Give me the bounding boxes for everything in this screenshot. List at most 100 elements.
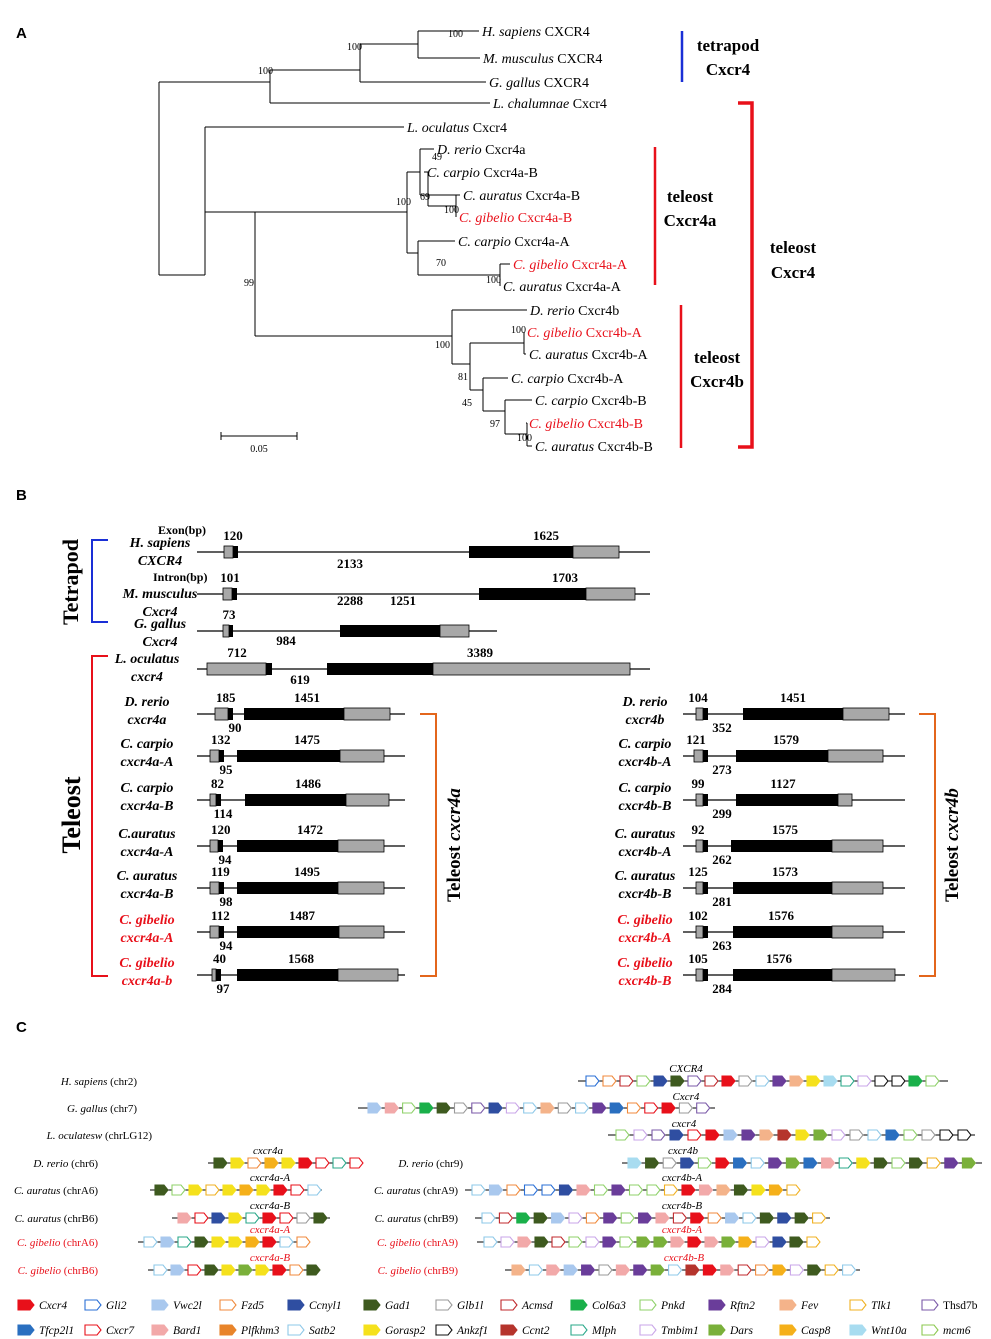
synteny-gene-arrow (568, 1212, 583, 1224)
synteny-gene-arrow (653, 1075, 668, 1087)
gene-name: cxcr4a-A (121, 845, 174, 860)
synteny-gene-arrow (281, 1157, 296, 1169)
synteny-gene-arrow (602, 1075, 617, 1087)
gene-structure-text: 2288 (337, 593, 364, 608)
exon2-utr (432, 662, 631, 676)
gene-structure-text: 712 (227, 645, 247, 660)
exon2-utr (837, 793, 853, 807)
bootstrap-value: 100 (517, 433, 532, 444)
gene-structure-text: 1625 (533, 528, 560, 543)
exon2-cds (244, 708, 344, 720)
synteny-gene-label: cxcr4b-A (662, 1172, 703, 1184)
gene-species-name: C. carpio (619, 737, 672, 752)
exon1-utr (209, 793, 217, 807)
exon1-cds (233, 546, 238, 558)
tree-bootstrap-values: 1001001004969100100701009910010081459710… (244, 29, 532, 444)
synteny-gene-arrow (628, 1184, 644, 1196)
exon1-cds (266, 663, 272, 675)
gene-structure-text: 92 (692, 822, 705, 837)
synteny-gene-arrow (768, 1157, 783, 1169)
synteny-gene-arrow (287, 1299, 305, 1311)
synteny-gene-arrow (279, 1212, 294, 1224)
synteny-gene-arrow (823, 1075, 838, 1087)
gene-structure-text: 1487 (289, 908, 316, 923)
synteny-gene-arrow (84, 1324, 102, 1336)
exon2-utr (831, 968, 896, 982)
synteny-gene-arrow (639, 1324, 657, 1336)
exon2-utr (343, 707, 391, 721)
gene-name: cxcr4b-B (619, 887, 672, 902)
synteny-gene-arrow (725, 1212, 740, 1224)
synteny-gene-arrow (603, 1212, 618, 1224)
synteny-gene-arrow (570, 1299, 588, 1311)
synteny-gene-arrow (697, 1157, 713, 1169)
synteny-gene-arrow (708, 1324, 726, 1336)
tree-taxon-label: D. rerio Cxcr4a (436, 143, 526, 158)
gene-structure-text: 94 (219, 852, 233, 867)
synteny-gene-arrow (721, 1075, 736, 1087)
synteny-gene-arrow (435, 1299, 453, 1311)
teleost-bracket-b (91, 655, 108, 977)
exon1-cds (228, 708, 233, 720)
synteny-gene-arrow (349, 1157, 364, 1169)
synteny-row-label: C. auratus (chrA9) (374, 1185, 458, 1197)
teleost-label-1: teleost (770, 238, 817, 257)
synteny-gene-arrow (593, 1184, 609, 1196)
gene-structure-text: 121 (686, 732, 706, 747)
tetrapod-bracket-b (91, 539, 108, 623)
synteny-gene-arrow (687, 1236, 702, 1248)
synteny-gene-arrow (483, 1236, 498, 1248)
synteny-gene-arrow (662, 1157, 677, 1169)
legend-label: Ccnt2 (522, 1325, 550, 1337)
legend-label: Fev (800, 1300, 819, 1312)
synteny-gene-arrow (506, 1184, 521, 1196)
synteny-gene-arrow (272, 1264, 287, 1276)
synteny-gene-arrow (151, 1299, 169, 1311)
legend-label: Gorasp2 (385, 1325, 426, 1337)
gene-name: cxcr4a (128, 713, 167, 728)
synteny-gene-arrow (453, 1102, 469, 1114)
synteny-gene-arrow (143, 1236, 158, 1248)
synteny-gene-arrow (222, 1184, 237, 1196)
synteny-gene-arrow (755, 1075, 770, 1087)
synteny-gene-arrow (772, 1075, 787, 1087)
exon1-utr (209, 749, 220, 763)
synteny-row-label: C. gibelio (chrA9) (377, 1237, 458, 1249)
synteny-gene-arrow (742, 1212, 757, 1224)
teleost-a-label-1: teleost (667, 187, 714, 206)
legend-label: Vwc2l (173, 1300, 202, 1312)
gene-structure-text: 125 (688, 864, 708, 879)
synteny-gene-arrow (213, 1157, 228, 1169)
synteny-gene-arrow (772, 1264, 787, 1276)
gene-structure-text: 1251 (390, 593, 416, 608)
synteny-gene-arrow (576, 1184, 591, 1196)
synteny-gene-arrow (908, 1075, 923, 1087)
intron-bp-label: Intron(bp) (153, 570, 207, 584)
exon2-utr (339, 749, 385, 763)
legend-label: Thsd7b (943, 1300, 978, 1312)
exon2-cds (237, 969, 338, 981)
bootstrap-value: 69 (420, 192, 430, 203)
bootstrap-value: 97 (490, 419, 500, 430)
synteny-gene-arrow (741, 1129, 756, 1141)
synteny-gene-arrow (939, 1129, 954, 1141)
tree-taxon-label: C. carpio Cxcr4a-A (458, 235, 570, 250)
gene-structure-text: 90 (229, 720, 242, 735)
gene-structure-text: 1568 (288, 951, 315, 966)
synteny-gene-arrow (721, 1236, 736, 1248)
gene-name: cxcr4a-A (121, 931, 174, 946)
gene-structure-text: 1472 (297, 822, 323, 837)
synteny-gene-arrow (789, 1264, 805, 1276)
exon2-cds (237, 750, 340, 762)
synteny-gene-arrow (289, 1264, 304, 1276)
synteny-gene-arrow (716, 1184, 731, 1196)
synteny-row-label: C. gibelio (chrA6) (17, 1237, 98, 1249)
gene-structure-text: 1451 (780, 690, 806, 705)
tree-taxon-label: G. gallus CXCR4 (489, 76, 589, 91)
synteny-gene-arrow (670, 1075, 685, 1087)
synteny-gene-label: cxcr4a-B (250, 1252, 291, 1264)
synteny-gene-arrow (626, 1102, 642, 1114)
gene-name: cxcr4a-A (121, 755, 174, 770)
tree-taxon-label: C. gibelio Cxcr4a-A (513, 258, 628, 273)
synteny-gene-arrow (523, 1102, 538, 1114)
